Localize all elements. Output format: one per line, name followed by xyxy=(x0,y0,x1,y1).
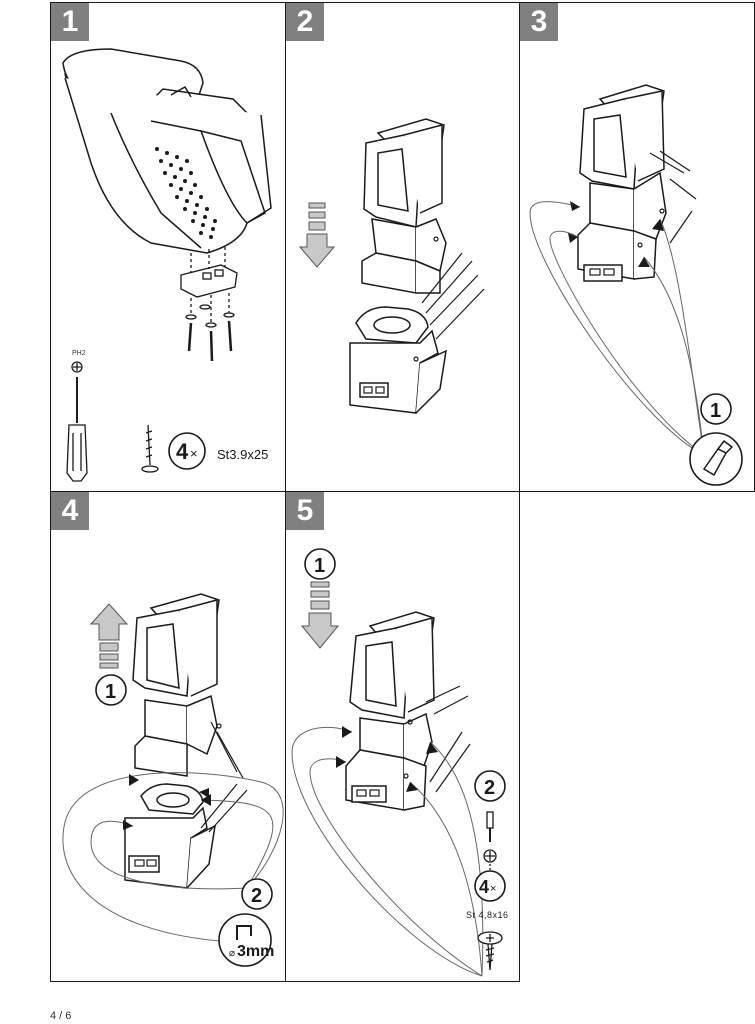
screwdriver-icon xyxy=(483,811,497,870)
armrest-adjustment-illustration: 1 xyxy=(529,84,743,486)
step-3-callout-1: 1 xyxy=(710,400,721,422)
step-1-badge: 1 xyxy=(51,3,89,41)
step-4-callout-1: 1 xyxy=(105,681,116,703)
step-5-callout-1: 1 xyxy=(314,555,325,577)
step-2-badge: 2 xyxy=(286,3,324,41)
step-3-badge: 3 xyxy=(520,3,558,41)
screw-spec-1: St3.9x25 xyxy=(217,447,268,462)
screw-spec-5: St 4,8x16 xyxy=(466,910,509,920)
multiply-symbol-5: × xyxy=(490,883,496,895)
hex-key-icon xyxy=(218,913,272,967)
screw-count-1: 4 xyxy=(176,439,189,464)
armrest-final-screw-illustration: 1 xyxy=(291,548,509,977)
screw-icon xyxy=(477,931,503,971)
step-1-panel: 1 xyxy=(50,2,286,492)
bit-size-label: PH2 xyxy=(72,350,86,357)
armrest-slide-down-illustration xyxy=(298,118,485,414)
step-4-badge: 4 xyxy=(51,492,89,530)
page-number: 4 / 6 xyxy=(50,1010,72,1022)
step-4-callout-2: 2 xyxy=(251,885,262,907)
armrest-lift-and-fix-illustration: 1 xyxy=(62,593,284,967)
step-4-panel: 4 1 xyxy=(50,491,286,982)
release-tool-icon xyxy=(689,432,743,486)
hex-key-size: 3mm xyxy=(237,943,274,960)
diameter-symbol: ⌀ xyxy=(229,948,235,959)
multiply-symbol-1: × xyxy=(190,446,198,461)
step-5-callout-2: 2 xyxy=(484,777,495,799)
step-3-panel: 3 1 xyxy=(519,2,755,492)
step-5-badge: 5 xyxy=(286,492,324,530)
armrest-screw-mounting-illustration: PH2 4 × St3.9x25 xyxy=(62,48,272,482)
screw-count-5: 4 xyxy=(479,877,489,897)
step-2-panel: 2 xyxy=(285,2,520,492)
step-5-panel: 5 1 xyxy=(285,491,520,982)
